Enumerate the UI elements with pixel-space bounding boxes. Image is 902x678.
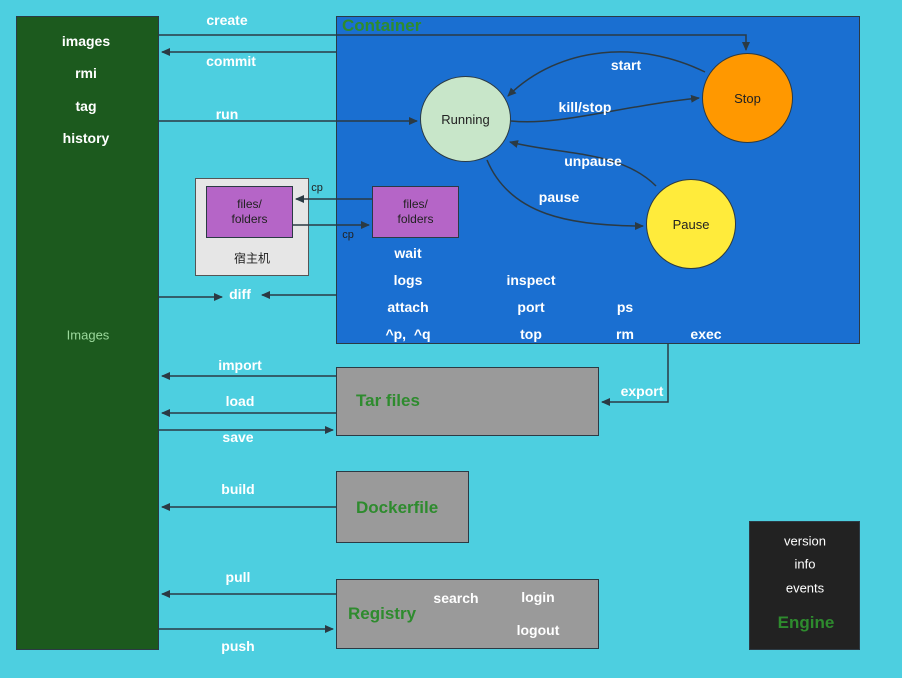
images-label: Images: [66, 327, 110, 343]
export-label: export: [620, 383, 664, 399]
pause-arrow: [486, 159, 644, 230]
cp-bottom-label: cp: [342, 229, 354, 241]
save-label: save: [222, 429, 254, 445]
start-label: start: [610, 57, 642, 73]
engine-title: Engine: [777, 613, 835, 632]
push-label: push: [221, 638, 255, 654]
cp-top-label: cp: [311, 182, 323, 194]
rm-command: rm: [616, 326, 634, 342]
create-arrow: [159, 34, 750, 51]
tag-command: tag: [75, 98, 97, 114]
tar-files-title: Tar files: [356, 391, 420, 410]
registry-title: Registry: [348, 604, 417, 623]
pull-label: pull: [225, 569, 251, 585]
container-files-label: files/ folders: [397, 197, 434, 226]
ps-command: ps: [616, 299, 634, 315]
load-label: load: [225, 393, 255, 409]
registry-logout: logout: [516, 622, 560, 638]
create-label: create: [206, 12, 248, 28]
rmi-command: rmi: [75, 65, 97, 81]
dockerfile-box: [336, 471, 469, 543]
images-command: images: [61, 33, 111, 49]
running-state: Running: [420, 76, 511, 162]
images-panel: [16, 16, 159, 650]
host-files-box: files/ folders: [206, 186, 293, 238]
registry-search: search: [433, 590, 479, 606]
diff-label: diff: [229, 286, 251, 302]
attach-command: attach: [387, 299, 429, 315]
exec-command: exec: [690, 326, 722, 342]
dockerfile-title: Dockerfile: [356, 498, 439, 517]
registry-login: login: [521, 589, 555, 605]
start-arrow: [507, 51, 706, 97]
host-files-label: files/ folders: [231, 197, 268, 226]
port-command: port: [517, 299, 545, 315]
pause-transition-label: pause: [538, 189, 580, 205]
engine-events: events: [785, 580, 825, 596]
run-label: run: [215, 106, 239, 122]
pause-label: Pause: [672, 216, 710, 232]
engine-info: info: [794, 556, 816, 572]
container-title: Container: [342, 16, 422, 35]
export-arrow: [601, 344, 669, 406]
top-command: top: [520, 326, 542, 342]
build-label: build: [221, 481, 255, 497]
running-label: Running: [441, 111, 490, 127]
container-files-box: files/ folders: [372, 186, 459, 238]
unpause-arrow: [509, 140, 657, 187]
detach-command: ^p, ^q: [385, 326, 431, 342]
engine-version: version: [784, 533, 826, 549]
stop-label: Stop: [734, 90, 761, 106]
kill-stop-arrow: [510, 94, 700, 123]
inspect-command: inspect: [506, 272, 556, 288]
wait-command: wait: [394, 245, 422, 261]
logs-command: logs: [393, 272, 423, 288]
unpause-label: unpause: [564, 153, 622, 169]
history-command: history: [62, 130, 110, 146]
commit-label: commit: [206, 53, 256, 69]
host-label: 宿主机: [233, 251, 271, 266]
pause-state: Pause: [646, 179, 736, 269]
kill-stop-label: kill/stop: [558, 99, 612, 115]
registry-box: [336, 579, 599, 649]
tar-files-box: [336, 367, 599, 436]
stop-state: Stop: [702, 53, 793, 143]
engine-box: [749, 521, 860, 650]
import-label: import: [218, 357, 262, 373]
